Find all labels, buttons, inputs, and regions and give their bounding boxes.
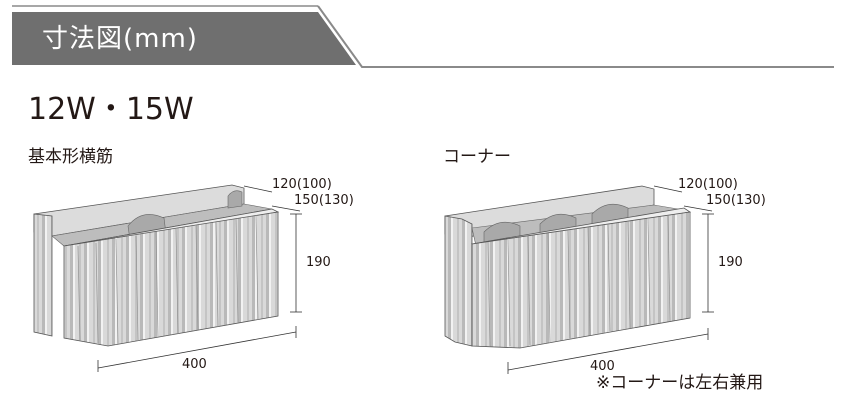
corner-width-label: 120(100)	[678, 177, 738, 192]
basic-width-label: 120(100)	[272, 177, 332, 192]
basic-width-label-2: 150(130)	[294, 193, 354, 208]
series-label: 12W・15W	[28, 92, 194, 127]
section-title: 寸法図(mm)	[42, 24, 198, 54]
corner-length-label: 400	[590, 359, 615, 374]
basic-height-label: 190	[306, 255, 331, 270]
corner-width-label-2: 150(130)	[706, 193, 766, 208]
corner-note: ※コーナーは左右兼用	[596, 373, 764, 393]
block-name-basic: 基本形横筋	[28, 147, 113, 167]
block-name-corner: コーナー	[443, 147, 511, 167]
corner-height-label: 190	[718, 255, 743, 270]
corner-block-drawing	[444, 185, 714, 374]
basic-length-label: 400	[182, 357, 207, 372]
section-header-band	[12, 5, 834, 68]
basic-block-drawing	[33, 184, 302, 372]
